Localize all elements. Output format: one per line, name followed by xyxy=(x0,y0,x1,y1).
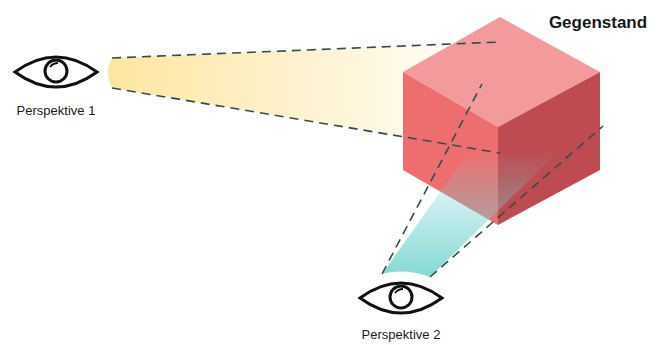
sight-lines xyxy=(112,42,603,277)
view-cone-2 xyxy=(382,150,560,277)
eye-icon xyxy=(360,283,442,313)
eye-icon xyxy=(15,57,97,87)
perspective-label: Perspektive 2 xyxy=(362,327,441,342)
object-label: Gegenstand xyxy=(549,13,647,33)
perspective-label: Perspektive 1 xyxy=(17,103,96,118)
